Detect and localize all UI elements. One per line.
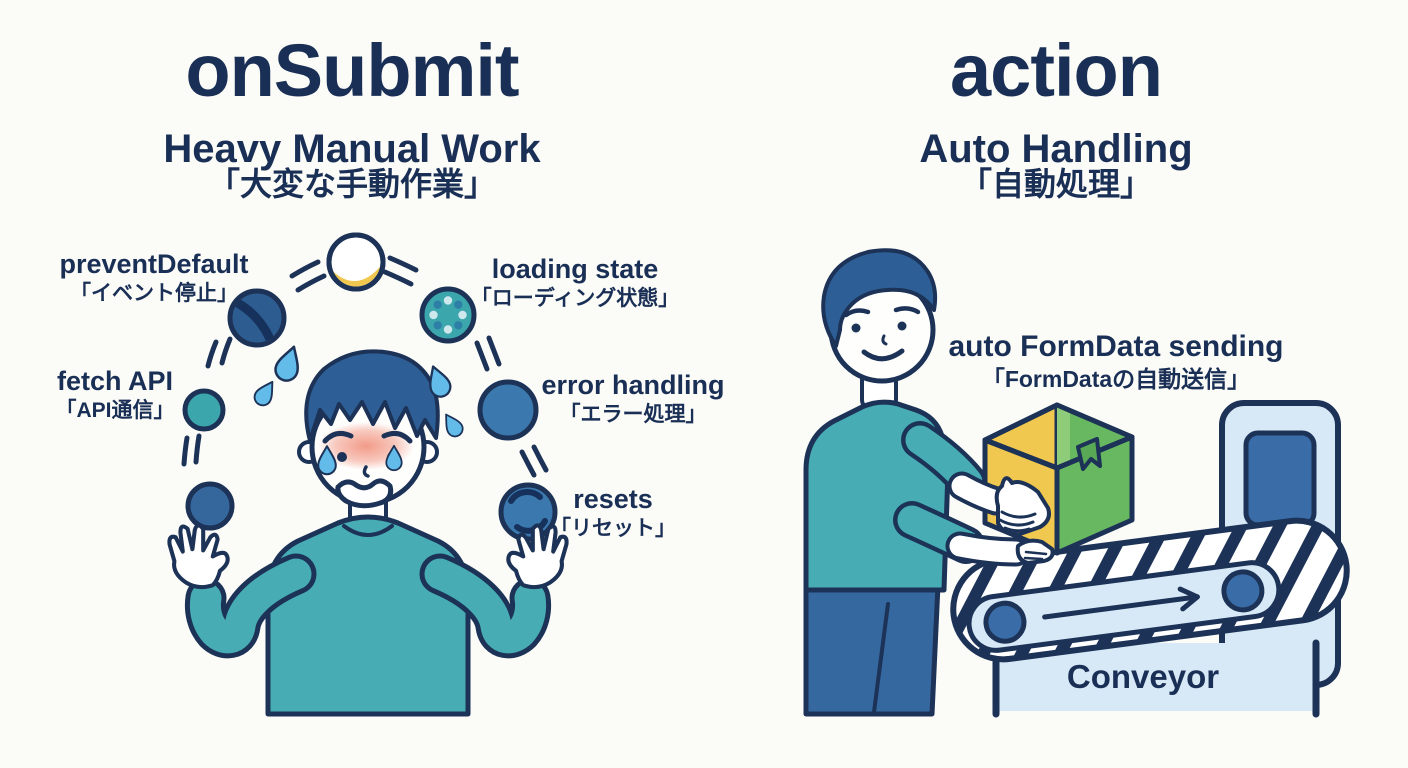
task-preventdefault-jp: 「イベント停止」	[70, 281, 238, 305]
left-subtitle: Heavy Manual Work	[163, 127, 541, 171]
open-hand-left	[169, 525, 227, 587]
calm-person	[803, 248, 1055, 717]
worried-mouth	[335, 478, 394, 509]
left-subtitle-jp: 「大変な手動作業」	[207, 166, 496, 202]
task-fetch-api: fetch API 「API通信」	[5, 367, 225, 422]
task-preventdefault: preventDefault 「イベント停止」	[14, 250, 294, 305]
juggling-ball-loading-icon	[419, 286, 477, 344]
task-resets-label: resets	[573, 484, 653, 514]
feature-auto-formdata-jp: 「FormDataの自動送信」	[981, 365, 1251, 392]
task-loading-state: loading state 「ローディング状態」	[430, 255, 720, 310]
smile	[861, 348, 905, 362]
onsubmit-scene	[169, 232, 566, 717]
machine-opening	[1243, 430, 1317, 528]
task-error-handling: error handling 「エラー処理」	[493, 371, 773, 426]
motion-dashes	[181, 255, 549, 478]
feature-auto-formdata-label: auto FormData sending	[948, 330, 1284, 363]
hair	[304, 349, 440, 443]
task-error-handling-label: error handling	[541, 370, 725, 400]
task-resets-jp: 「リセット」	[550, 516, 676, 540]
task-preventdefault-label: preventDefault	[59, 249, 249, 279]
task-fetch-api-jp: 「API通信」	[55, 398, 175, 422]
conveyor-label: Conveyor	[1066, 658, 1220, 695]
roller-left	[983, 600, 1027, 644]
right-title: action	[950, 29, 1163, 112]
action-scene	[803, 248, 1350, 718]
gripping-hand	[994, 476, 1051, 537]
juggling-ball-top-icon	[326, 232, 386, 292]
tape-flap	[1076, 437, 1102, 471]
left-title: onSubmit	[185, 29, 519, 112]
task-resets: resets 「リセット」	[503, 485, 723, 540]
juggling-ball-bottom-icon	[185, 481, 235, 531]
task-fetch-api-label: fetch API	[56, 366, 173, 396]
stressed-person	[169, 342, 566, 717]
juggling-ball-resets-icon	[498, 482, 558, 542]
task-loading-state-jp: 「ローディング状態」	[470, 286, 680, 310]
direction-arrow-icon	[1042, 586, 1200, 620]
juggling-ball-error-icon	[477, 379, 539, 441]
feature-auto-formdata: auto FormData sending 「FormDataの自動送信」	[938, 331, 1294, 391]
juggling-ball-preventdefault-icon	[227, 288, 287, 348]
roller-right	[1221, 569, 1265, 613]
task-error-handling-jp: 「エラー処理」	[559, 402, 707, 426]
task-loading-state-label: loading state	[491, 254, 659, 284]
hair	[821, 248, 938, 348]
supporting-hand	[1015, 538, 1055, 565]
right-subtitle-jp: 「自動処理」	[959, 166, 1152, 202]
right-subtitle: Auto Handling	[919, 127, 1193, 171]
juggling-ball-fetch-icon	[182, 388, 226, 432]
pants	[803, 582, 941, 717]
